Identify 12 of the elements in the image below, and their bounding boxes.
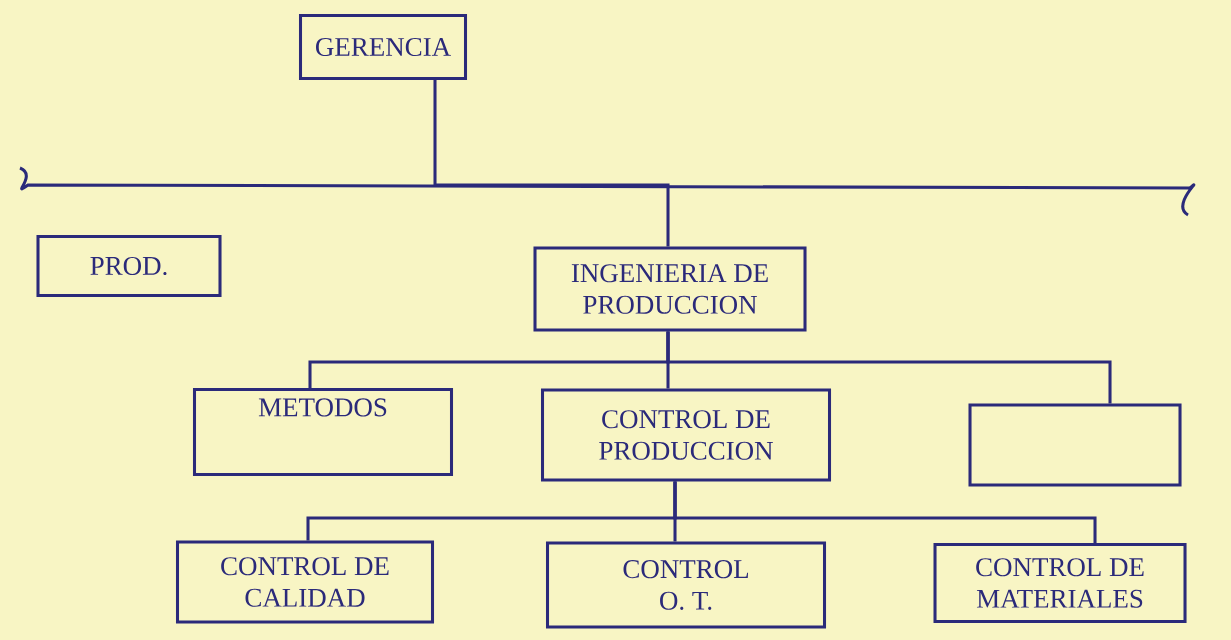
org-box: CONTROL O. T. <box>546 541 827 629</box>
empty-box <box>968 403 1182 487</box>
org-box: GERENCIA <box>299 13 468 81</box>
org-box: CONTROL DE CALIDAD <box>175 540 435 624</box>
connector-line <box>433 80 670 247</box>
org-box: PROD. <box>36 234 222 298</box>
org-box: INGENIERIA DE PRODUCCION <box>533 246 807 332</box>
org-box: CONTROL DE PRODUCCION <box>541 388 832 482</box>
org-box: METODOS <box>192 387 454 477</box>
connector-line <box>673 481 1097 543</box>
org-box: CONTROL DE MATERIALES <box>933 543 1187 624</box>
connector-line <box>666 331 1112 404</box>
